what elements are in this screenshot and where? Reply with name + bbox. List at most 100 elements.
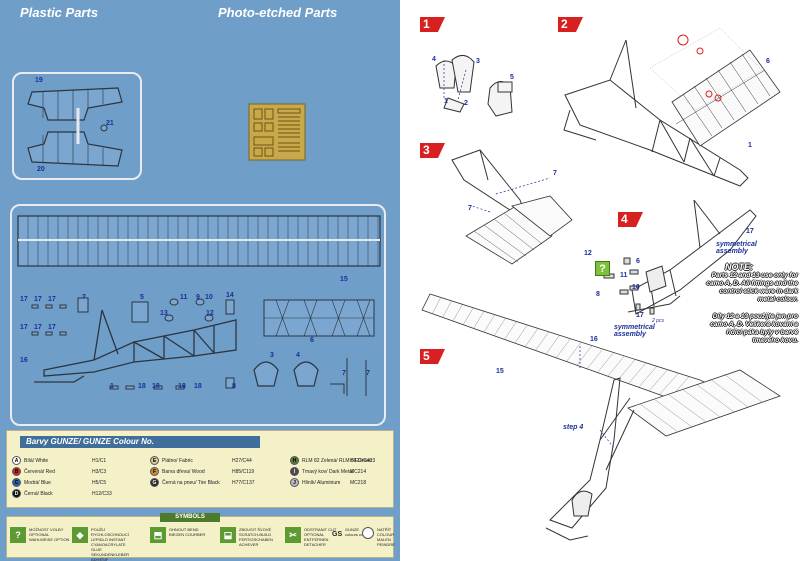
label-4: 4 [296,352,300,359]
step4-small-parts [603,257,655,315]
label-17-f: 17 [48,324,56,331]
photo-etched-fret [248,103,306,161]
step-1-badge: 1 [420,17,445,32]
plastic-parts-header: Plastic Parts [20,5,99,20]
step3-label-7-a: 7 [553,170,557,177]
step4-seat [645,265,667,293]
symbol-icon: ⬓ [220,527,236,543]
symbol-item: ◆POUŽIJ RYCHLOSCHNOUCÍ LEPIDLO INSTANT C… [72,527,135,561]
note-title: NOTE: [725,262,753,272]
two-pcs-note: 2 pcs [652,318,664,324]
symbol-item: ?MOŽNOST VOLBY OPTIONAL WAHLWEISE OPTION [10,527,73,543]
sprue-tail-parts [27,87,123,167]
label-9: 9 [196,294,200,301]
color-swatch: H [290,456,299,465]
symbol-text: POUŽIJ RYCHLOSCHNOUCÍ LEPIDLO INSTANT CY… [91,527,130,561]
step-2-badge: 2 [558,17,583,32]
label-21: 21 [106,120,114,127]
symbol-item: NATŘÍT COLOUR MALEN PEINDRE [362,527,400,547]
label-17-d: 17 [20,324,28,331]
color-swatch: E [150,456,159,465]
color-name: Hliník/ Aluminium [302,479,341,486]
step2-fuselage [563,39,749,187]
label-18-d: 18 [194,383,202,390]
label-18-b: 18 [152,383,160,390]
step4-label-8: 8 [596,291,600,298]
symbol-icon: ◆ [72,527,88,543]
symbol-text: ZBOUSIT ŠVOVÉ SCRATCH-BUILD FERTIGSCHABE… [239,527,273,547]
photo-etched-parts-header: Photo-etched Parts [218,5,338,20]
label-18-c: 18 [178,383,186,390]
color-name: Černá/ Black [24,490,53,497]
symbol-icon: ⬒ [150,527,166,543]
step1-label-1: 1 [444,98,448,105]
symbol-icon: ? [10,527,26,543]
note-english: Parts 12 and 13 use only for camo A, D. … [706,272,798,303]
step-5-badge: 5 [420,349,445,364]
color-name: RLM 82 Zelená/ RLM 83 Green [302,457,372,464]
label-17-c: 17 [48,296,56,303]
color-code: H12/C33 [92,491,112,497]
step3-stabilizer [465,195,573,265]
label-14: 14 [226,292,234,299]
symbols-title: SYMBOLS [160,513,220,522]
label-7-a: 7 [342,370,346,377]
label-11: 11 [180,294,188,301]
label-7-b: 7 [366,370,370,377]
label-10: 10 [205,294,213,301]
label-18-a: 18 [138,383,146,390]
symbol-item: ✂ODSTRANIT CUT OPTIONAL ENTFERNEN DETACH… [285,527,348,547]
color-name: Barva dřeva/ Wood [162,468,205,475]
symbol-text: GUNZE colours code [345,527,368,537]
step2-label-1: 1 [748,142,752,149]
symbol-item: ⬓ZBOUSIT ŠVOVÉ SCRATCH-BUILD FERTIGSCHAB… [220,527,283,547]
step4-fuselage [627,199,757,315]
step5-tail [627,369,781,437]
symbols-panel [6,516,394,558]
color-swatch: I [290,467,299,476]
step4-reference: step 4 [563,424,584,431]
label-17-a: 17 [20,296,28,303]
color-name: Plátno/ Fabric [162,457,193,464]
color-legend-title: Barvy GUNZE/ GUNZE Colour No. [20,436,260,448]
color-swatch: F [150,467,159,476]
note-czech: Díly 12 a 13 použijte jen pro camo A, D.… [710,313,798,344]
label-17-e: 17 [34,324,42,331]
label-20: 20 [37,166,45,173]
color-swatch: D [12,489,21,498]
symmetrical-assembly-note-1: symmetrical assembly [716,241,757,255]
step3-label-7-b: 7 [468,205,472,212]
step1-label-3: 3 [476,58,480,65]
color-name: Červená/ Red [24,468,55,475]
step2-tailplane [671,49,781,147]
label-1: 1 [110,383,114,390]
color-swatch: A [12,456,21,465]
assembly-diagrams [421,27,781,541]
color-code: MC214 [350,469,367,475]
color-swatch: J [290,478,299,487]
step4-label-17-b: 17 [636,312,644,319]
color-code: H27/C44 [232,458,252,464]
sprue-tail-frame [12,72,142,180]
color-name: Tmavý kov/ Dark Metal [302,468,354,475]
color-name: Bílá/ White [24,457,49,464]
symbol-text: OHNOUT BEND BIEGEN COURBER [169,527,206,537]
color-code: H85/C119 [232,469,255,475]
symmetrical-assembly-note-2: symmetrical assembly [614,324,655,338]
step5-label-15: 15 [496,368,504,375]
color-code: H423/C423 [350,458,376,464]
color-code: MC218 [350,480,367,486]
label-13: 13 [160,310,168,317]
symbol-text: MOŽNOST VOLBY OPTIONAL WAHLWEISE OPTION [29,527,70,542]
color-code: H5/C5 [92,480,107,486]
color-name: Černá na pneu/ Tire Black [162,479,220,486]
step5-fuselage [545,377,635,541]
